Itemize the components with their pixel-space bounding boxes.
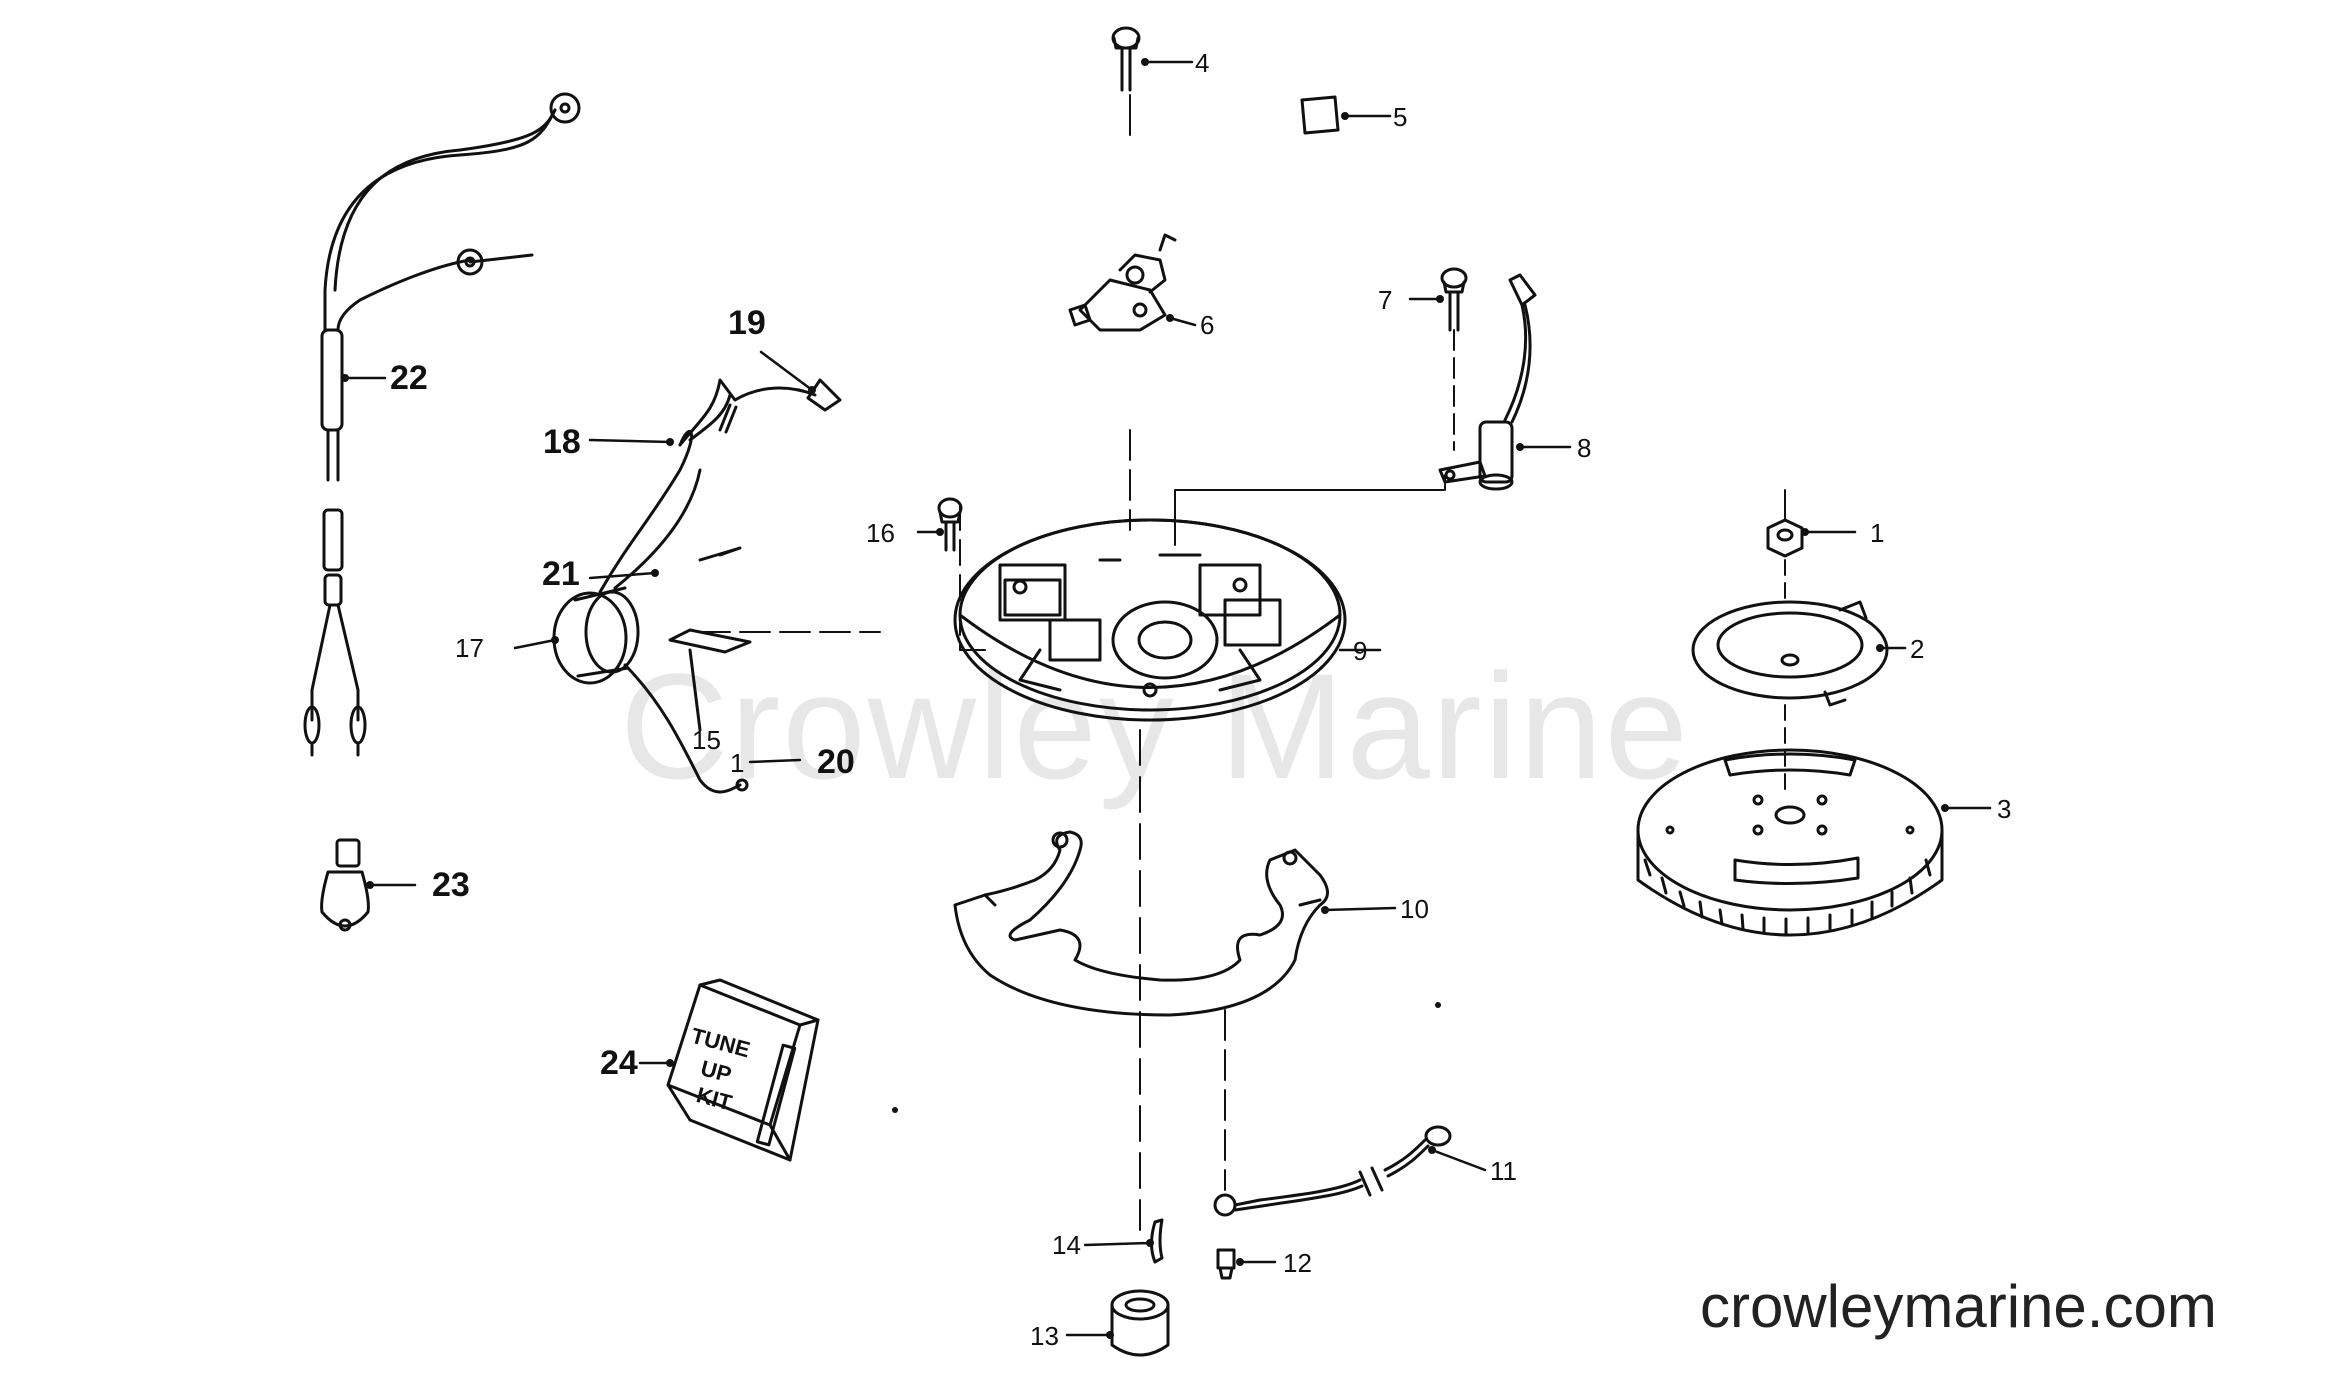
stator-plate-icon — [953, 518, 1347, 722]
woodruff-key-icon — [668, 628, 752, 732]
callout-24: 24 — [600, 1044, 638, 1082]
breaker-points-icon — [1068, 233, 1177, 332]
nut-icon — [1766, 518, 1804, 558]
callout-2: 2 — [1910, 634, 1925, 664]
callout-1: 1 — [1870, 518, 1885, 548]
callout-21: 21 — [542, 555, 580, 593]
leader-lines — [343, 60, 1992, 1337]
washer-plate-icon — [1691, 600, 1889, 707]
site-url: crowleymarine.com — [1700, 1273, 2217, 1340]
felt-pad-icon — [1300, 95, 1340, 135]
callout-17: 17 — [455, 633, 484, 663]
callout-4: 4 — [1195, 48, 1210, 78]
callout-18: 18 — [543, 423, 581, 461]
callout-6: 6 — [1200, 310, 1215, 340]
callout-10: 10 — [1400, 894, 1429, 924]
watermark: Crowley Marine — [620, 642, 1690, 810]
callout-9: 9 — [1353, 636, 1368, 666]
kit-box-lettering: TUNE UP KIT — [688, 1023, 752, 1116]
armature-plate-icon — [953, 830, 1329, 1017]
callout-22: 22 — [390, 359, 428, 397]
bushing-icon — [1110, 1289, 1170, 1357]
callout-13: 13 — [1030, 1321, 1059, 1351]
wire-harness-icon — [303, 92, 581, 757]
callout-7: 7 — [1378, 285, 1393, 315]
callout-8: 8 — [1577, 433, 1592, 463]
callout-16: 16 — [866, 518, 895, 548]
key-14-icon — [1150, 1218, 1164, 1264]
flywheel-icon — [1636, 748, 1944, 937]
kit-line-3: KIT — [694, 1082, 735, 1115]
callout-19: 19 — [728, 304, 766, 342]
callout-20: 20 — [817, 743, 855, 781]
callout-20-prefix: 1 — [730, 748, 745, 778]
tune-up-kit-icon — [666, 978, 820, 1162]
callout-5: 5 — [1393, 102, 1408, 132]
bulb-icon — [320, 838, 370, 932]
screw-12-icon — [1216, 1248, 1236, 1280]
callout-3: 3 — [1997, 794, 2012, 824]
screw-icon — [1111, 26, 1141, 92]
condenser-icon — [1438, 273, 1537, 491]
kit-line-1: TUNE — [688, 1023, 752, 1063]
screw-16-icon — [937, 497, 963, 552]
screw-7-icon — [1440, 267, 1468, 332]
callout-12: 12 — [1283, 1248, 1312, 1278]
callout-14: 14 — [1052, 1230, 1081, 1260]
callout-15: 15 — [692, 725, 721, 755]
callout-23: 23 — [432, 866, 470, 904]
ground-wire-icon — [1213, 1125, 1452, 1217]
callout-11: 11 — [1490, 1156, 1517, 1186]
